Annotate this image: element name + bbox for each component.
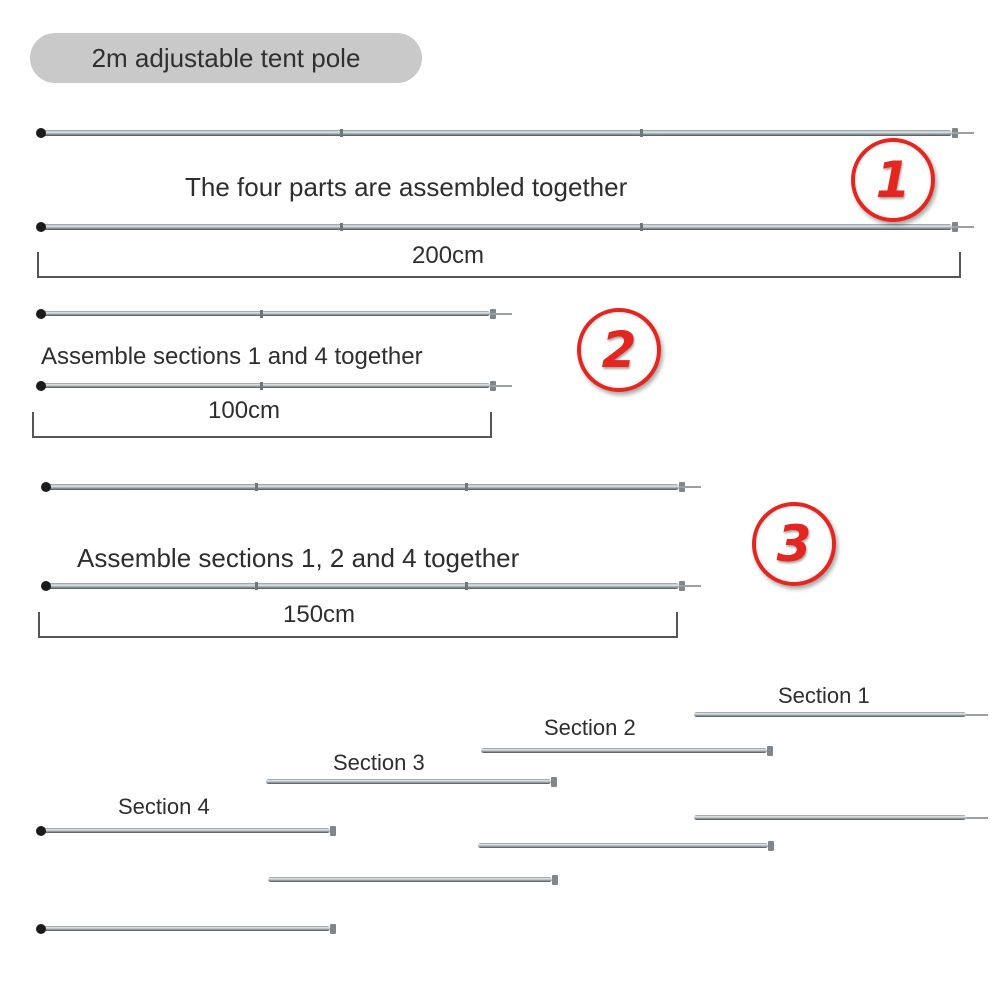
pole-100cm-top: [36, 309, 512, 319]
pole-200cm-bottom: [36, 222, 974, 232]
step-3-description: Assemble sections 1, 2 and 4 together: [77, 543, 520, 573]
title-banner: 2m adjustable tent pole: [30, 33, 422, 83]
page-title: 2m adjustable tent pole: [91, 42, 361, 73]
section-3-pole-b: [268, 875, 558, 885]
dimension-bracket-100cm: [32, 412, 492, 438]
length-label-150cm: 150cm: [283, 601, 356, 628]
step-3-number: 3: [776, 515, 812, 573]
section-1-label: Section 1: [778, 683, 870, 708]
section-3-label: Section 3: [333, 750, 425, 775]
section-4-label: Section 4: [118, 794, 210, 819]
step-3-badge: 3: [752, 502, 836, 586]
section-4-pole-a: [36, 826, 336, 836]
step-1-number: 1: [875, 151, 911, 209]
length-label-100cm: 100cm: [208, 397, 281, 424]
dimension-bracket-200cm: [37, 252, 961, 278]
step-2-number: 2: [601, 321, 637, 379]
pole-150cm-bottom: [41, 581, 701, 591]
section-2-label: Section 2: [544, 715, 636, 740]
step-2-description: Assemble sections 1 and 4 together: [41, 343, 423, 370]
section-3-pole-a: [266, 777, 557, 787]
section-1-pole-a: [694, 712, 988, 717]
pole-100cm-bottom: [36, 381, 512, 391]
step-1-badge: 1: [851, 138, 935, 222]
step-2-badge: 2: [577, 308, 661, 392]
step-1-description: The four parts are assembled together: [185, 172, 628, 202]
section-2-pole-b: [478, 841, 774, 851]
section-2-pole-a: [481, 746, 773, 756]
pole-200cm-top: [36, 128, 974, 138]
dimension-bracket-150cm: [38, 612, 678, 638]
section-1-pole-b: [694, 815, 988, 820]
section-4-pole-b: [36, 924, 336, 934]
length-label-200cm: 200cm: [412, 242, 485, 269]
pole-150cm-top: [41, 482, 701, 492]
